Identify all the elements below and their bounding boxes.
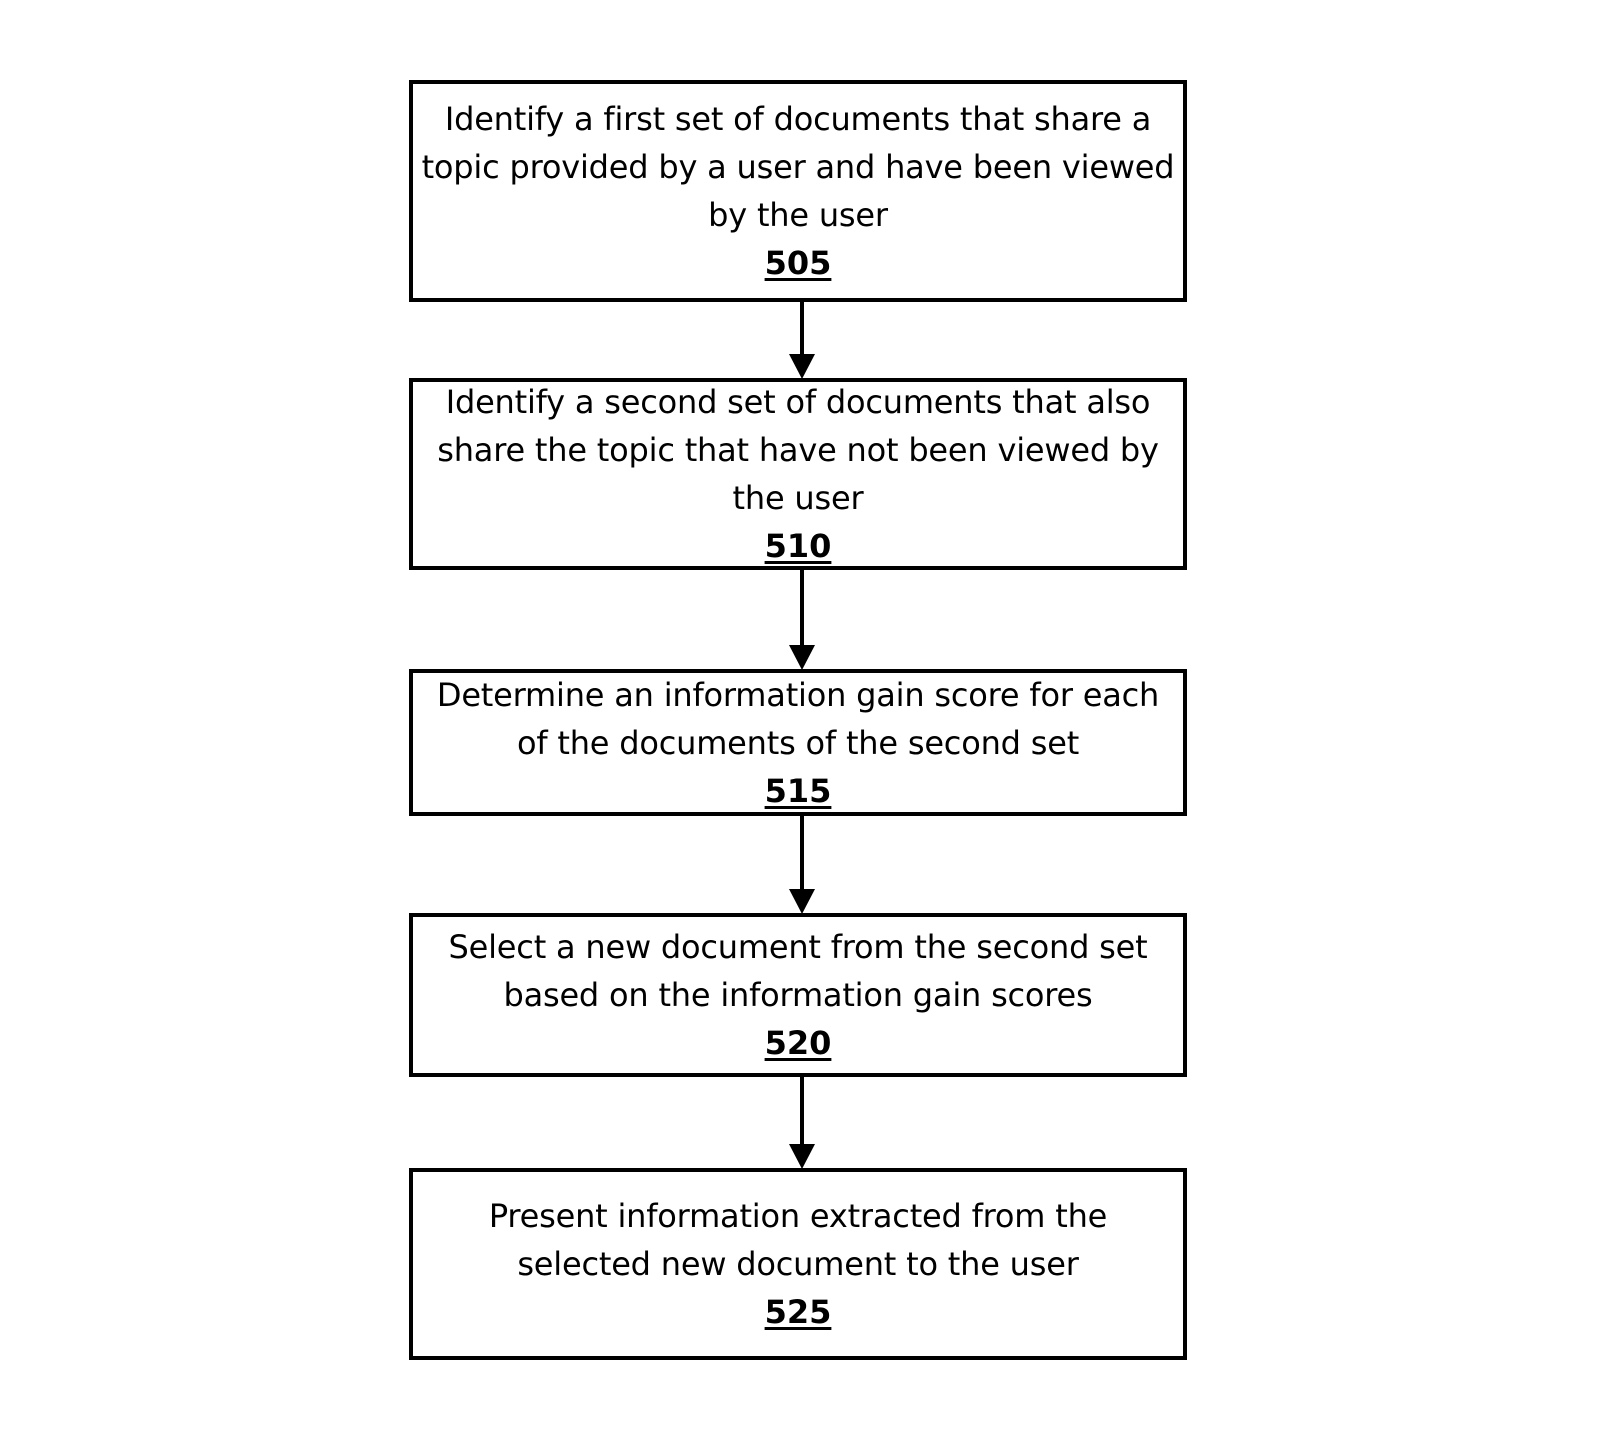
arrowhead-520	[789, 889, 815, 914]
step-text-510: Identify a second set of documents that …	[437, 383, 1159, 517]
arrowhead-525	[789, 1144, 815, 1169]
step-text-525: Present information extracted from the s…	[488, 1197, 1108, 1283]
step-box-510: Identify a second set of documents that …	[409, 378, 1187, 570]
step-box-520: Select a new document from the second se…	[409, 913, 1187, 1077]
step-text-505: Identify a first set of documents that s…	[421, 100, 1175, 234]
step-number-505: 505	[764, 244, 832, 282]
step-number-510: 510	[764, 527, 832, 565]
step-number-520: 520	[764, 1024, 832, 1062]
step-box-515: Determine an information gain score for …	[409, 669, 1187, 816]
step-box-505: Identify a first set of documents that s…	[409, 80, 1187, 302]
step-text-520: Select a new document from the second se…	[448, 928, 1148, 1014]
step-number-525: 525	[764, 1293, 832, 1331]
step-box-525: Present information extracted from the s…	[409, 1168, 1187, 1360]
step-text-515: Determine an information gain score for …	[436, 675, 1160, 762]
arrowhead-515	[789, 645, 815, 670]
step-number-515: 515	[764, 771, 832, 810]
arrowhead-510	[789, 354, 815, 379]
